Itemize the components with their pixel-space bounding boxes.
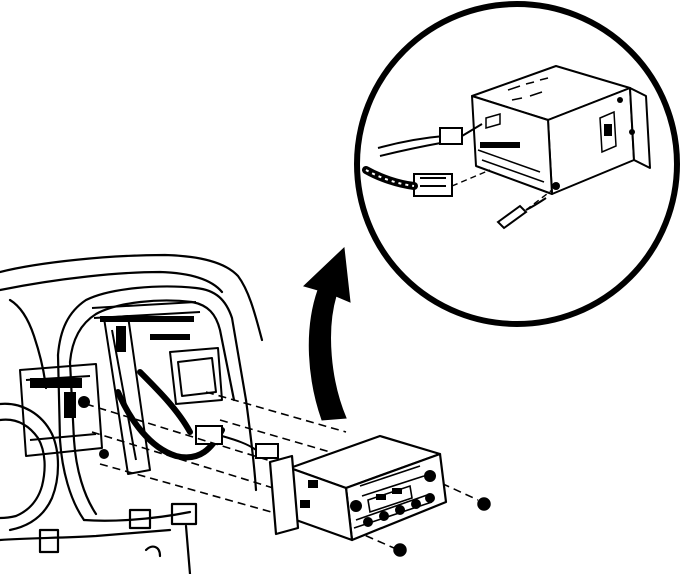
wiring-harness-outline bbox=[117, 371, 223, 459]
instrument-panel bbox=[0, 253, 264, 574]
mounting-bolts bbox=[393, 497, 491, 557]
detail-connector-plug bbox=[413, 127, 463, 197]
installation-guide-lines bbox=[85, 391, 479, 549]
detail-chassis-details bbox=[477, 77, 617, 183]
radio-unit bbox=[268, 434, 448, 542]
detail-guide-lines bbox=[451, 169, 553, 211]
harness-connectors bbox=[195, 425, 279, 459]
bolt-bottom bbox=[393, 543, 407, 557]
bolt-right bbox=[477, 497, 491, 511]
detail-arrow bbox=[303, 246, 351, 421]
detail-harness-strap bbox=[362, 166, 418, 190]
detail-chassis-fill bbox=[480, 97, 635, 190]
radio-buttons bbox=[300, 470, 436, 527]
